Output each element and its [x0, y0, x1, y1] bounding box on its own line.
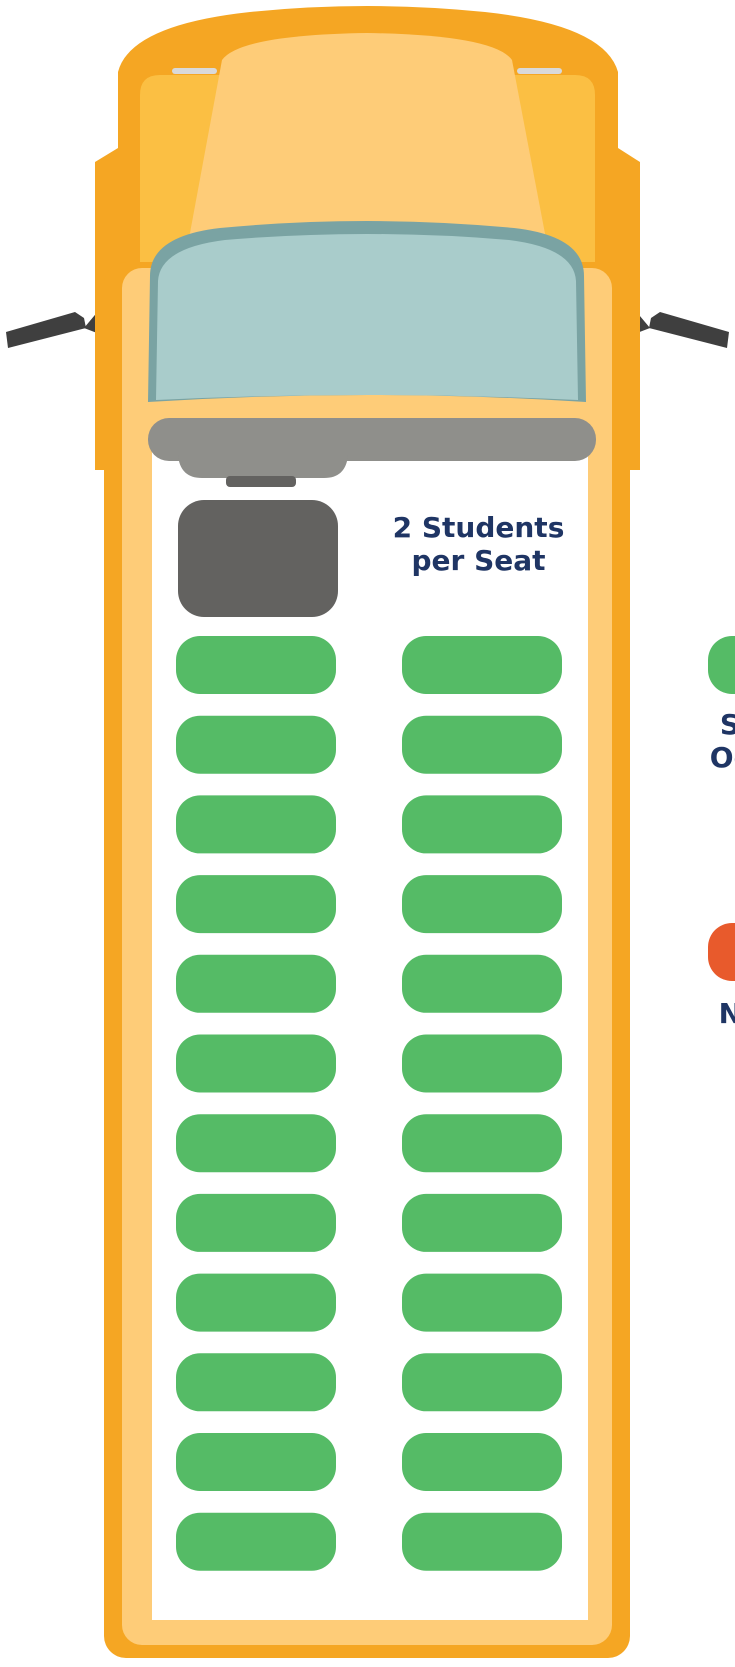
legend-open-line1: S: [660, 708, 735, 741]
legend-closed-line1: No: [650, 997, 735, 1030]
passenger-seat: [176, 1353, 336, 1411]
legend-swatch-open: [708, 636, 735, 694]
passenger-seat: [176, 1194, 336, 1252]
legend-swatch-closed: [708, 923, 735, 981]
passenger-seat: [402, 875, 562, 933]
seat-capacity-caption: 2 Students per Seat: [376, 511, 581, 577]
passenger-seat: [402, 636, 562, 694]
legend-closed-line2: i: [650, 1030, 735, 1063]
passenger-seat: [402, 1194, 562, 1252]
passenger-seat: [402, 1274, 562, 1332]
seat-capacity-line2: per Seat: [376, 544, 581, 577]
passenger-seat: [176, 955, 336, 1013]
passenger-seat: [176, 1274, 336, 1332]
passenger-seat: [176, 1513, 336, 1571]
passenger-seat: [402, 795, 562, 853]
passenger-seat: [176, 795, 336, 853]
passenger-seat: [402, 955, 562, 1013]
passenger-seat: [402, 1353, 562, 1411]
passenger-seat: [402, 1035, 562, 1093]
passenger-seat: [176, 716, 336, 774]
passenger-seat: [176, 1035, 336, 1093]
passenger-seat: [402, 1513, 562, 1571]
passenger-seat: [176, 1433, 336, 1491]
passenger-seat: [176, 875, 336, 933]
passenger-seat: [402, 1433, 562, 1491]
legend-closed-label: No i: [650, 997, 735, 1063]
legend-swatches: [708, 636, 735, 981]
legend-open-label: S Oc: [660, 708, 735, 774]
passenger-seat: [402, 716, 562, 774]
passenger-seat: [176, 1114, 336, 1172]
passenger-seat: [402, 1114, 562, 1172]
windshield: [148, 221, 586, 402]
passenger-seat: [176, 636, 336, 694]
legend-open-line2: Oc: [660, 741, 735, 774]
seat-capacity-line1: 2 Students: [376, 511, 581, 544]
driver-seat: [178, 500, 338, 617]
